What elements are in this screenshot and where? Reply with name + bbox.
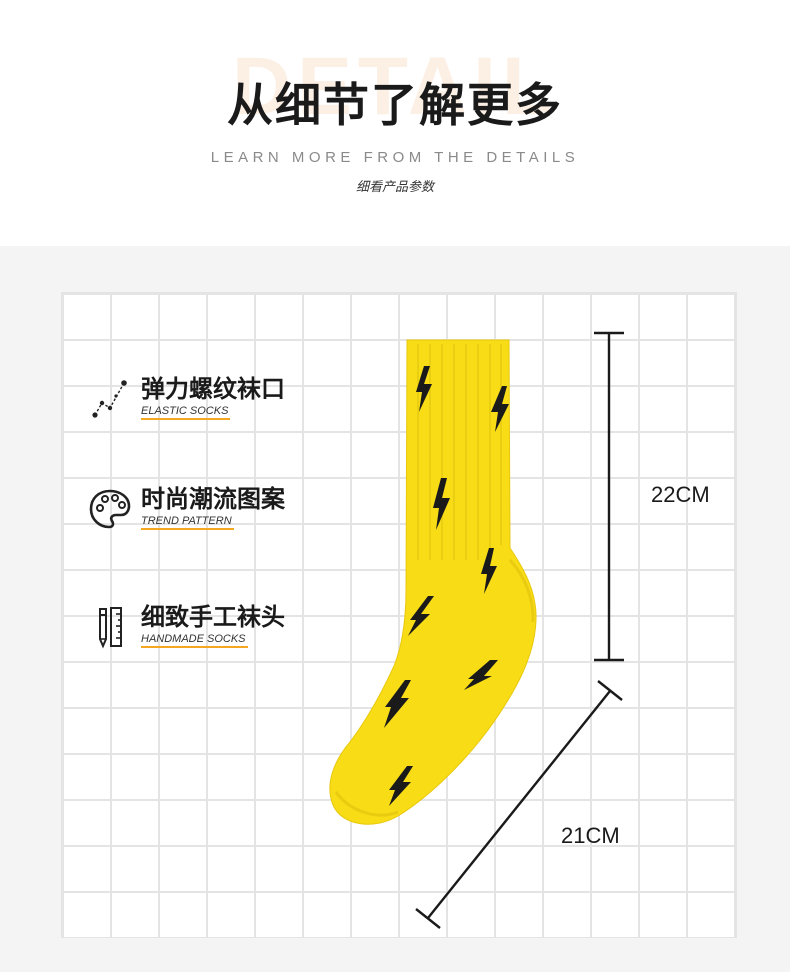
watermark-text: DETAIL — [231, 41, 558, 132]
sock-image — [329, 339, 537, 825]
feature-subtitle: ELASTIC SOCKS — [141, 406, 231, 420]
feature-trend-pattern: 时尚潮流图案 TREND PATTERN — [88, 487, 348, 537]
feature-elastic-cuff: 弹力螺纹袜口 ELASTIC SOCKS — [88, 377, 348, 427]
length-measurement: 21CM — [561, 823, 620, 848]
feature-subtitle: HANDMADE SOCKS — [141, 634, 248, 648]
sock-rib-texture — [417, 344, 502, 560]
header-section: DETAIL 从细节了解更多 LEARN MORE FROM THE DETAI… — [0, 0, 790, 246]
height-dimension-line — [594, 331, 624, 662]
lightning-pattern — [384, 366, 509, 806]
page-subtitle: LEARN MORE FROM THE DETAILS — [210, 149, 580, 166]
feature-name: 时尚潮流图案 — [141, 485, 285, 513]
feature-handmade-toe: 细致手工袜头 HANDMADE SOCKS — [88, 605, 348, 655]
pencil-ruler-icon — [99, 607, 122, 649]
height-measurement: 22CM — [651, 482, 710, 507]
constellation-icon — [92, 380, 127, 418]
feature-name: 细致手工袜头 — [141, 603, 285, 631]
page-title: 从细节了解更多 — [227, 78, 563, 132]
palette-icon — [89, 489, 131, 529]
feature-name: 弹力螺纹袜口 — [141, 375, 285, 403]
section-caption: 细看产品参数 — [355, 180, 434, 195]
feature-subtitle: TREND PATTERN — [141, 516, 234, 530]
grid-background — [61, 292, 737, 938]
length-dimension-line — [415, 680, 623, 929]
